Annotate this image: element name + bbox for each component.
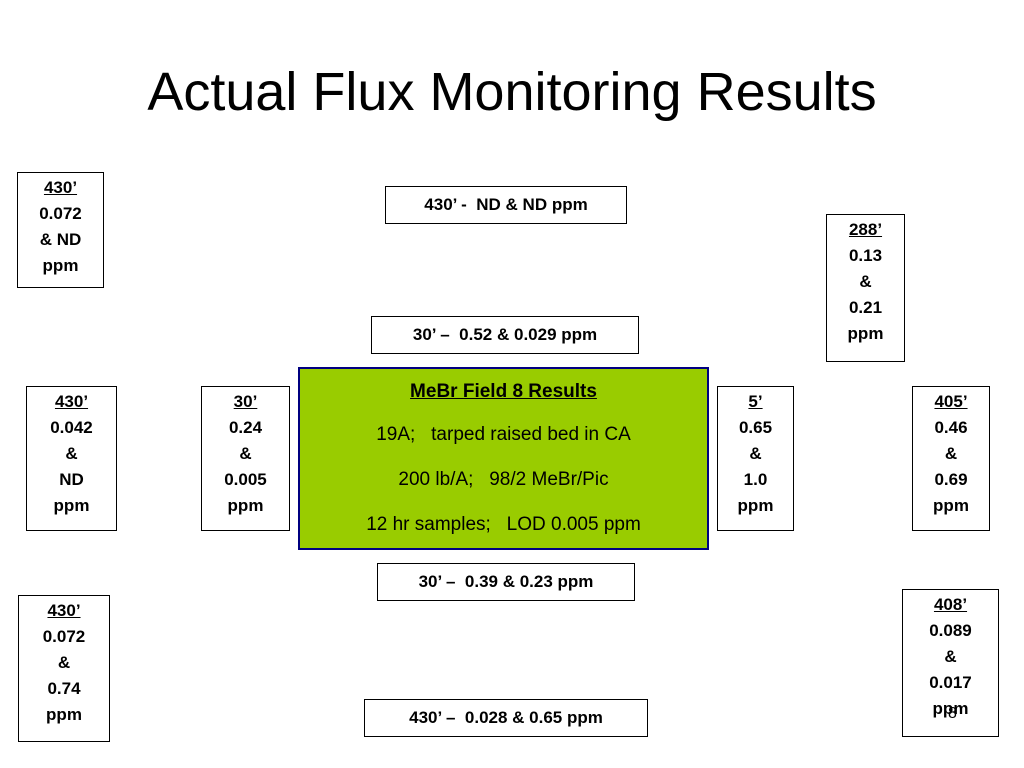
field-results-line-1: 19A; tarped raised bed in CA — [376, 424, 631, 445]
measurement-box-430-north: 430’ - ND & ND ppm — [385, 186, 627, 224]
field-results-line-3: 12 hr samples; LOD 0.005 ppm — [366, 514, 641, 535]
measurement-box-408-southeast: 408’ 0.089 & 0.017 ppm — [902, 589, 999, 737]
measurement-box-288-northeast: 288’ 0.13 & 0.21 ppm — [826, 214, 905, 362]
measurement-box-5-east: 5’ 0.65 & 1.0 ppm — [717, 386, 794, 531]
measurement-box-30-north: 30’ – 0.52 & 0.029 ppm — [371, 316, 639, 354]
slide-title: Actual Flux Monitoring Results — [147, 62, 877, 122]
field-results-line-2: 200 lb/A; 98/2 MeBr/Pic — [398, 469, 609, 490]
measurement-box-430-northwest: 430’ 0.072 & ND ppm — [17, 172, 104, 288]
measurement-box-30-west: 30’ 0.24 & 0.005 ppm — [201, 386, 290, 531]
page-number: 8 — [948, 705, 957, 722]
field-results-heading: MeBr Field 8 Results — [410, 381, 597, 402]
measurement-box-430-west: 430’ 0.042 & ND ppm — [26, 386, 117, 531]
measurement-box-405-east: 405’ 0.46 & 0.69 ppm — [912, 386, 990, 531]
field-results-box: MeBr Field 8 Results 19A; tarped raised … — [298, 367, 709, 550]
measurement-box-430-south: 430’ – 0.028 & 0.65 ppm — [364, 699, 648, 737]
measurement-box-30-south: 30’ – 0.39 & 0.23 ppm — [377, 563, 635, 601]
measurement-box-430-southwest: 430’ 0.072 & 0.74 ppm — [18, 595, 110, 742]
